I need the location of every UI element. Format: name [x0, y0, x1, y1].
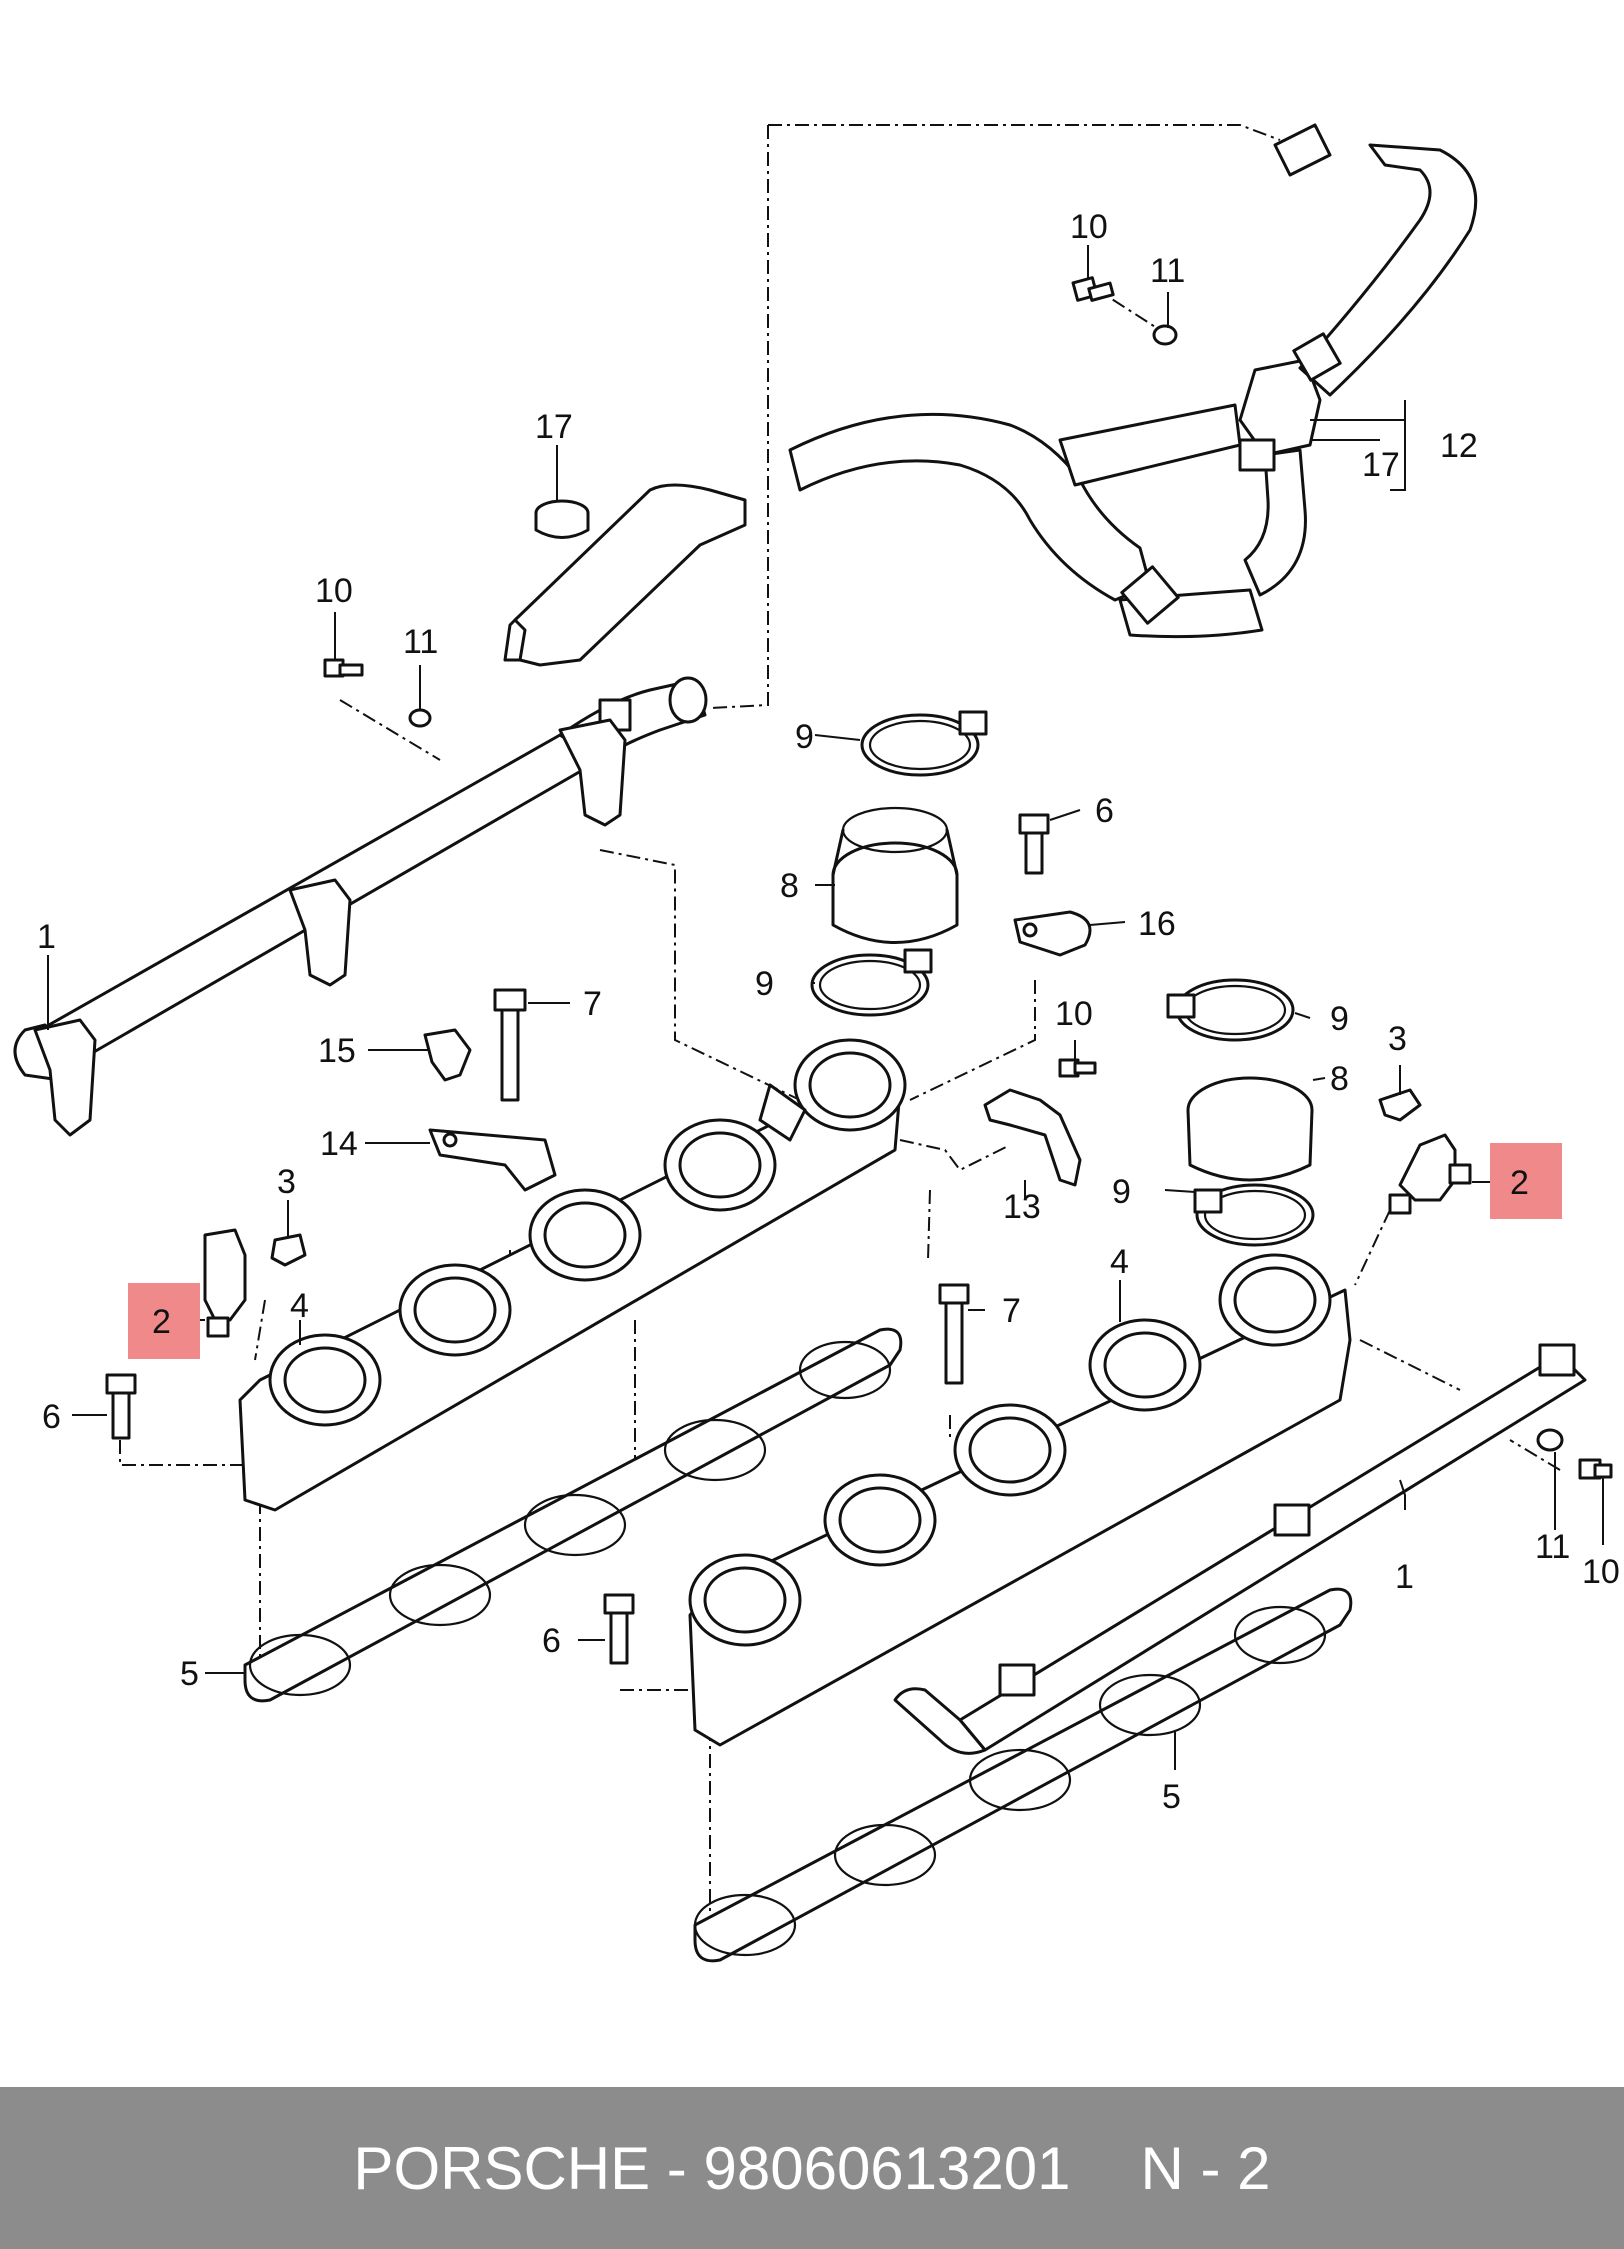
small-hardware [105, 276, 1613, 1665]
callout-9: 9 [755, 965, 774, 1003]
page-indicator: N - 2 [1140, 2134, 1271, 2202]
callout-2: 2 [152, 1303, 171, 1341]
callout-16: 16 [1138, 905, 1176, 943]
callout-5: 5 [180, 1655, 199, 1693]
fuel-hose-assembly [788, 123, 1478, 639]
highlight-box-2-right [1490, 1143, 1562, 1219]
callout-4: 4 [290, 1287, 309, 1325]
callout-labels: 10 11 17 12 17 10 11 9 6 8 16 1 9 7 9 10… [37, 208, 1620, 1816]
callout-2: 2 [1510, 1164, 1529, 1202]
callout-9: 9 [795, 718, 814, 756]
callout-5: 5 [1162, 1778, 1181, 1816]
callout-11: 11 [403, 623, 438, 661]
callout-17: 17 [535, 408, 573, 446]
callout-6: 6 [42, 1398, 61, 1436]
callout-15: 15 [318, 1032, 356, 1070]
callout-3: 3 [277, 1163, 296, 1201]
callout-6: 6 [1095, 792, 1114, 830]
callout-3: 3 [1388, 1020, 1407, 1058]
callout-8: 8 [1330, 1060, 1349, 1098]
callout-10: 10 [1070, 208, 1108, 246]
callout-10: 10 [315, 572, 353, 610]
callout-8: 8 [780, 867, 799, 905]
exploded-parts-diagram: 10 11 17 12 17 10 11 9 6 8 16 1 9 7 9 10… [13, 123, 1620, 1963]
callout-1: 1 [37, 918, 56, 956]
callout-7: 7 [1002, 1292, 1021, 1330]
intake-runners-right [688, 1253, 1352, 1747]
fuel-rail-right [893, 1343, 1587, 1755]
callout-9: 9 [1330, 1000, 1349, 1038]
clamps-and-sleeves [810, 710, 1315, 1247]
callout-13: 13 [1003, 1188, 1041, 1226]
callout-10: 10 [1055, 995, 1093, 1033]
callout-12: 12 [1440, 427, 1478, 465]
fuel-rail-left [13, 676, 708, 1137]
callout-4: 4 [1110, 1243, 1129, 1281]
intake-runners-left [238, 1038, 907, 1512]
hose-connector-sleeve [503, 483, 747, 667]
leader-lines [47, 245, 1604, 1770]
caption-bar: PORSCHE - 98060613201 N - 2 [0, 2087, 1624, 2249]
callout-7: 7 [583, 985, 602, 1023]
callout-9: 9 [1112, 1173, 1131, 1211]
callout-11: 11 [1150, 252, 1185, 290]
highlight-box-2-left [128, 1283, 200, 1359]
intake-gasket-right [693, 1587, 1353, 1963]
brand-part-number: PORSCHE - 98060613201 [353, 2134, 1071, 2202]
callout-10: 10 [1582, 1553, 1620, 1591]
callout-1: 1 [1395, 1558, 1414, 1596]
callout-14: 14 [320, 1125, 358, 1163]
intake-gasket-left [243, 1327, 903, 1703]
callout-17: 17 [1362, 446, 1400, 484]
callout-6: 6 [542, 1622, 561, 1660]
callout-11: 11 [1535, 1528, 1570, 1566]
